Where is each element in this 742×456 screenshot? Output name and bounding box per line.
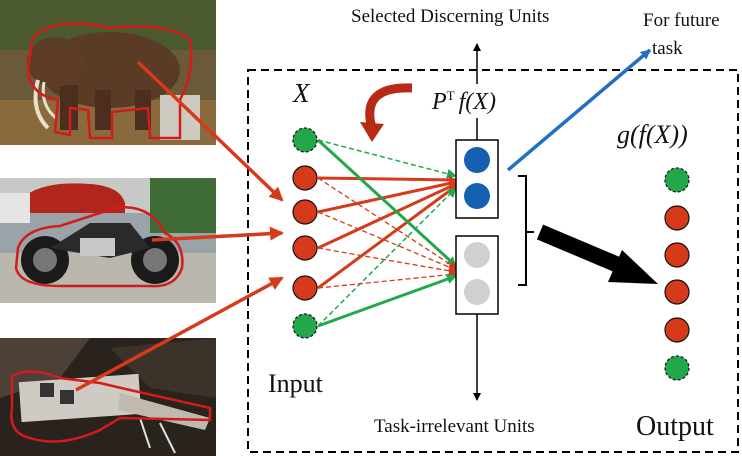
- guitar-to-input-arrow: [75, 276, 284, 392]
- future-task-arrow: [506, 48, 652, 172]
- future-task-label-line1: For future: [643, 10, 720, 31]
- connections-to-irrelevant: [316, 138, 458, 328]
- projection-fx: f(X): [458, 89, 496, 115]
- output-function-label: g(f(X)): [617, 120, 688, 149]
- units-bracket: [518, 175, 534, 286]
- future-task-label-line2: task: [652, 38, 683, 59]
- motorcycle-to-input-arrow: [151, 226, 284, 242]
- input-label: Input: [268, 369, 323, 398]
- connections-to-selected: [317, 139, 457, 327]
- model-frame: [247, 69, 739, 453]
- input-var-text: X: [293, 78, 310, 108]
- to-output-arrow: [536, 224, 658, 284]
- output-label: Output: [636, 411, 714, 442]
- selected-units-label: Selected Discerning Units: [351, 6, 550, 27]
- motorcycle-photo: [0, 178, 216, 303]
- elephant-to-input-arrow: [136, 60, 284, 202]
- curved-red-arrow: [365, 83, 413, 130]
- input-nodes: [292, 127, 318, 339]
- irrelevant-units-label: Task-irrelevant Units: [374, 416, 535, 437]
- input-variable-label: X: [293, 78, 310, 109]
- guitar-photo: [0, 338, 216, 456]
- output-nodes: [664, 167, 690, 381]
- irrelevant-units-box: [455, 235, 499, 315]
- projection-sup: T: [446, 88, 455, 103]
- selected-units-box: [455, 139, 499, 219]
- projection-p: P: [432, 89, 447, 115]
- elephant-photo: [0, 0, 216, 145]
